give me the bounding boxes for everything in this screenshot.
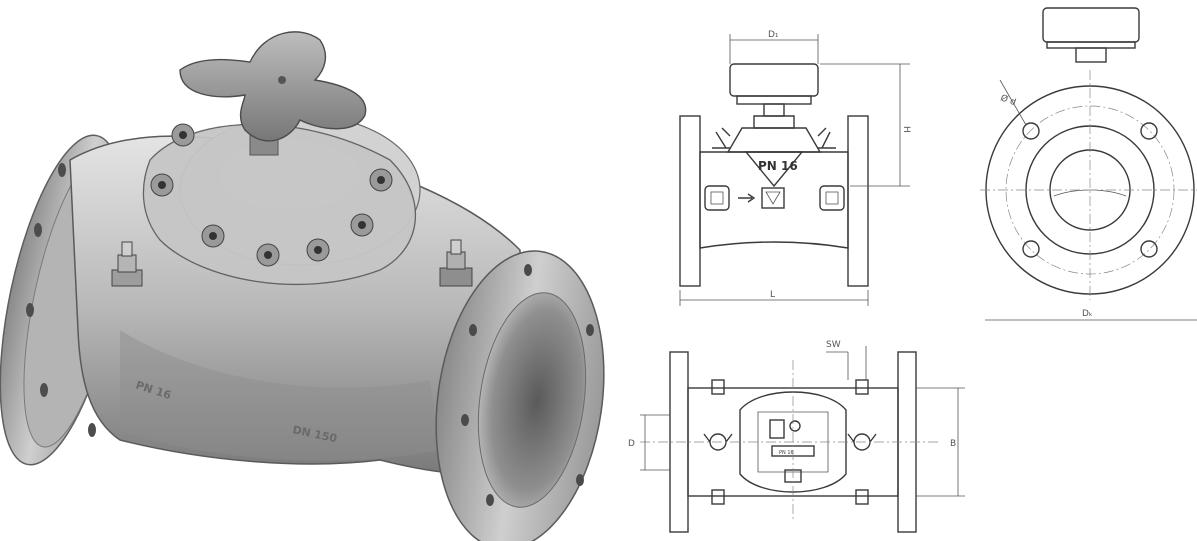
- test-point-left: [111, 241, 143, 287]
- label-handwheel-diameter: D₁: [768, 30, 779, 40]
- label-bore: D: [628, 439, 635, 449]
- right-flange-bolt-holes: [461, 264, 594, 506]
- top-view-drawing: SW D B PN 16: [628, 340, 965, 533]
- star-handle: [179, 31, 367, 156]
- flange-bolt-holes: [1022, 122, 1158, 258]
- front-view-drawing: D₁ H PN 16 L: [679, 30, 911, 306]
- label-length: L: [770, 290, 775, 300]
- test-point-right: [439, 239, 473, 287]
- label-wrench-size: SW: [826, 340, 841, 350]
- label-bolt-hole: Ø d: [999, 92, 1017, 108]
- right-flange-bore: [477, 292, 587, 508]
- left-flange-bolt-holes: [26, 163, 96, 437]
- label-flange-diameter: Dₖ: [1082, 309, 1093, 319]
- bonnet-bolts: [150, 123, 393, 267]
- label-pressure-plate: PN 16: [779, 450, 794, 456]
- label-pressure-front: PN 16: [758, 159, 798, 173]
- side-view-drawing: Ø d Dₖ: [980, 7, 1197, 321]
- valve-photo: PN 16 DN 150: [0, 31, 605, 541]
- label-width: B: [950, 439, 956, 449]
- label-height: H: [901, 126, 911, 133]
